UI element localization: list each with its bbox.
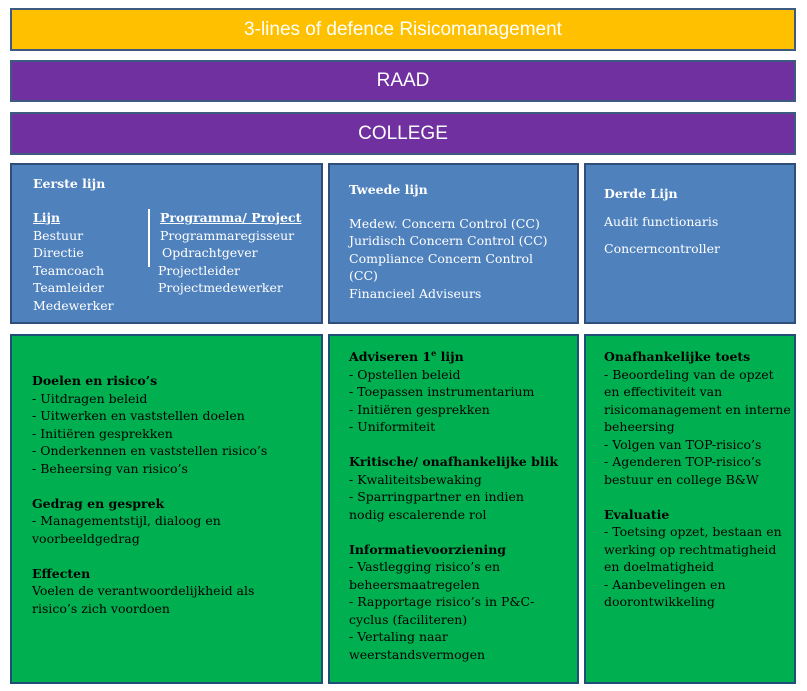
list-item: - Uitdragen beleid bbox=[32, 390, 148, 406]
programma-item: Projectmedewerker bbox=[158, 280, 283, 295]
tweede-lijn-item: Medew. Concern Control (CC) bbox=[349, 215, 540, 231]
eerste-lijn-taken-content: Doelen en risico’s - Uitdragen beleid - … bbox=[32, 372, 317, 617]
raad-banner: RAAD bbox=[10, 60, 796, 102]
lijn-item: Medewerker bbox=[33, 297, 114, 313]
list-item: - Volgen van TOP-risico’s bbox=[604, 436, 762, 452]
list-item: - Vertaling naar weerstandsvermogen bbox=[349, 629, 486, 662]
programma-column: Programma/ Project Programmaregisseur Op… bbox=[158, 209, 302, 297]
eerste-lijn-title: Eerste lijn bbox=[33, 176, 106, 191]
list-item: - Initiëren gesprekken bbox=[32, 425, 173, 441]
lijn-item: Teamcoach bbox=[33, 262, 105, 278]
list-item: - Beheersing van risico’s bbox=[32, 460, 188, 476]
list-item: - Uitwerken en vaststellen doelen bbox=[32, 408, 245, 423]
lijn-item: Bestuur bbox=[33, 227, 84, 243]
derde-lijn-box: Derde Lijn Audit functionaris Concerncon… bbox=[584, 163, 796, 324]
tweede-lijn-taken-content: Adviseren 1e lijn - Opstellen beleid - T… bbox=[349, 348, 575, 663]
lijn-header: Lijn bbox=[33, 210, 61, 225]
lijn-item: Directie bbox=[33, 245, 84, 260]
tweede-lijn-box: Tweede lijn Medew. Concern Control (CC) … bbox=[328, 163, 579, 324]
section-title: Doelen en risico’s bbox=[32, 373, 158, 388]
tweede-lijn-taken-box: Adviseren 1e lijn - Opstellen beleid - T… bbox=[328, 334, 579, 684]
list-item: - Sparringpartner en indien nodig escale… bbox=[349, 489, 524, 522]
list-item: - Kwaliteitsbewaking bbox=[349, 471, 482, 487]
column-divider bbox=[148, 209, 150, 267]
eerste-lijn-box: Eerste lijn Lijn Bestuur Directie Teamco… bbox=[10, 163, 323, 324]
list-item: - Initiëren gesprekken bbox=[349, 401, 490, 417]
section-title: Kritische/ onafhankelijke blik bbox=[349, 454, 559, 469]
lijn-column: Lijn Bestuur Directie Teamcoach Teamleid… bbox=[33, 209, 114, 314]
college-banner: COLLEGE bbox=[10, 112, 796, 155]
list-item: - Toepassen instrumentarium bbox=[349, 384, 535, 399]
tweede-lijn-item: Compliance Concern Control (CC) bbox=[349, 250, 534, 284]
list-item: - Uniformiteit bbox=[349, 419, 436, 434]
section-title: Effecten bbox=[32, 565, 91, 581]
programma-item: Projectleider bbox=[158, 262, 240, 278]
derde-lijn-taken-content: Onafhankelijke toets - Beoordeling van d… bbox=[604, 348, 792, 611]
section-title: Informatievoorziening bbox=[349, 541, 507, 557]
list-item: - Beoordeling van de opzet en effectivit… bbox=[604, 366, 791, 435]
list-item: - Agenderen TOP-risico’s bestuur en coll… bbox=[604, 454, 762, 487]
list-item: - Rapportage risico’s in P&C-cyclus (fac… bbox=[349, 594, 535, 627]
section-title: Onafhankelijke toets bbox=[604, 349, 751, 364]
list-item: - Onderkennen en vaststellen risico’s bbox=[32, 443, 268, 458]
programma-item: Programmaregisseur bbox=[160, 227, 295, 243]
programma-item: Opdrachtgever bbox=[162, 245, 258, 260]
tweede-lijn-item: Juridisch Concern Control (CC) bbox=[349, 233, 548, 248]
list-item: - Opstellen beleid bbox=[349, 366, 461, 382]
derde-lijn-item: Concerncontroller bbox=[604, 241, 721, 256]
eerste-lijn-taken-box: Doelen en risico’s - Uitdragen beleid - … bbox=[10, 334, 323, 684]
tweede-lijn-title: Tweede lijn bbox=[349, 182, 428, 197]
derde-lijn-content: Derde Lijn Audit functionaris Concerncon… bbox=[604, 185, 794, 258]
derde-lijn-taken-box: Onafhankelijke toets - Beoordeling van d… bbox=[584, 334, 796, 684]
list-item: Voelen de verantwoordelijkheid als risic… bbox=[32, 583, 255, 616]
derde-lijn-title: Derde Lijn bbox=[604, 186, 678, 201]
lijn-item: Teamleider bbox=[33, 280, 104, 295]
list-item: - Vastlegging risico’s en beheersmaatreg… bbox=[349, 559, 501, 592]
list-item: - Aanbevelingen en doorontwikkeling bbox=[604, 576, 726, 610]
section-title: Gedrag en gesprek bbox=[32, 495, 165, 511]
section-title: Evaluatie bbox=[604, 506, 670, 522]
tweede-lijn-content: Tweede lijn Medew. Concern Control (CC) … bbox=[349, 181, 574, 302]
tweede-lijn-item: Financieel Adviseurs bbox=[349, 285, 482, 301]
list-item: - Toetsing opzet, bestaan en werking op … bbox=[604, 524, 782, 574]
derde-lijn-item: Audit functionaris bbox=[604, 213, 719, 229]
section-title: Adviseren 1e lijn bbox=[349, 347, 464, 364]
title-banner: 3-lines of defence Risicomanagement bbox=[10, 8, 796, 51]
list-item: - Managementstijl, dialoog en voorbeeldg… bbox=[32, 513, 221, 546]
programma-header: Programma/ Project bbox=[160, 210, 302, 225]
